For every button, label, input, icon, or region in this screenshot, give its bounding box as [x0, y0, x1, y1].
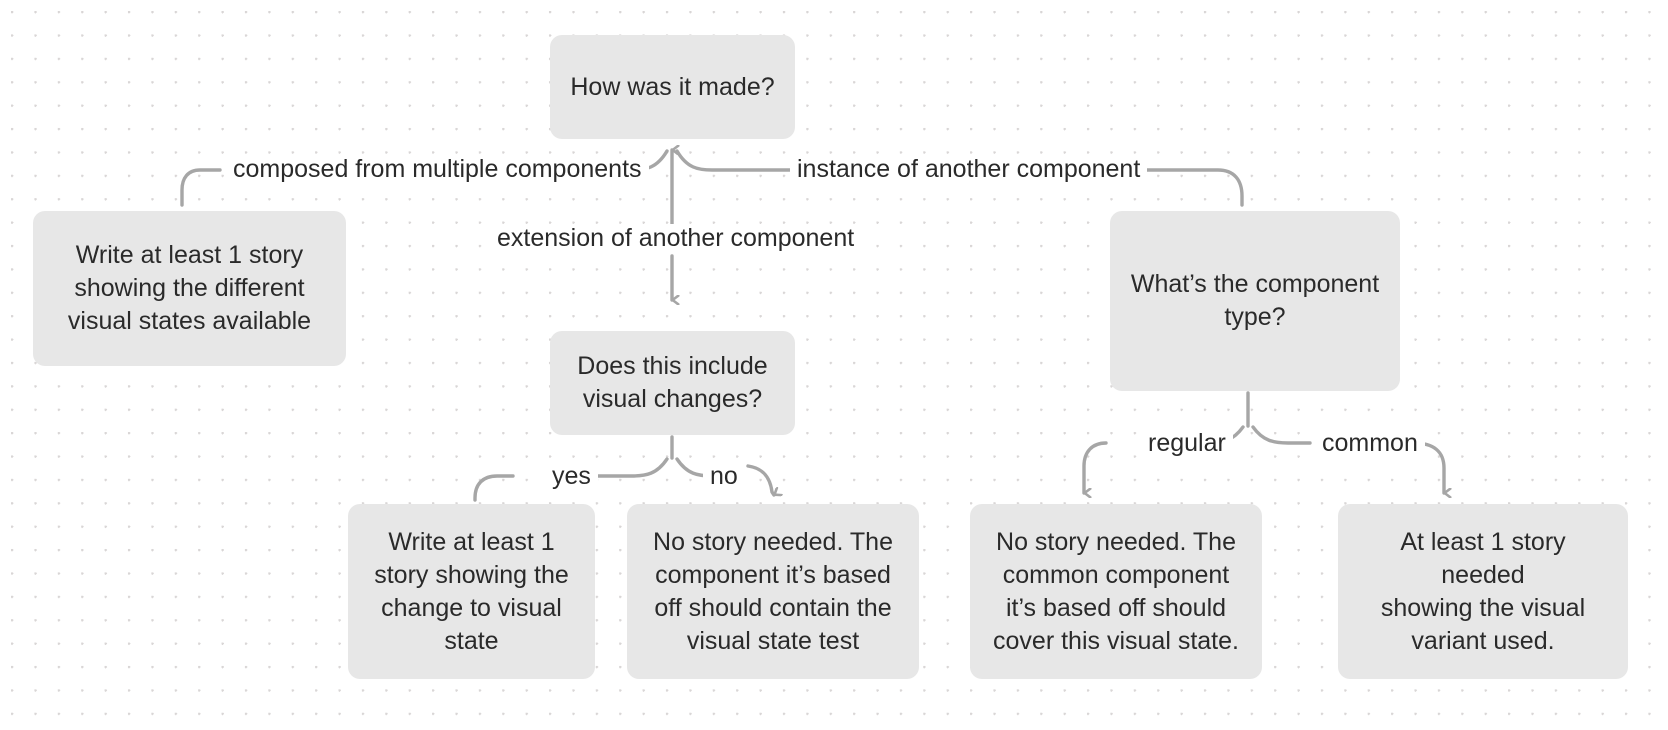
edge-composed-drop [180, 168, 222, 207]
node-component-type[interactable]: What’s the component type? [1110, 211, 1400, 391]
edge-common-branch [1251, 425, 1312, 445]
node-regular-outcome[interactable]: No story needed. The common component it… [970, 504, 1262, 679]
edge-yes-drop [473, 474, 515, 502]
edge-regular-drop [1082, 441, 1108, 493]
edge-no-drop [746, 464, 774, 497]
edge-root-to-instance-branch [675, 149, 792, 172]
edge-label-yes: yes [545, 462, 598, 491]
edge-label-extension: extension of another component [490, 224, 862, 253]
edge-label-common: common [1315, 429, 1425, 458]
node-common-outcome[interactable]: At least 1 story needed showing the visu… [1338, 504, 1628, 679]
edge-label-regular: regular [1141, 429, 1233, 458]
edge-label-no: no [703, 462, 745, 491]
node-no-outcome[interactable]: No story needed. The component it’s base… [627, 504, 919, 679]
node-root[interactable]: How was it made? [550, 35, 795, 139]
node-composed-outcome[interactable]: Write at least 1 story showing the diffe… [33, 211, 346, 366]
edge-label-instance: instance of another component [790, 155, 1148, 184]
node-visual-changes[interactable]: Does this include visual changes? [550, 331, 795, 435]
edge-label-composed: composed from multiple components [226, 155, 649, 184]
node-yes-outcome[interactable]: Write at least 1 story showing the chang… [348, 504, 595, 679]
edge-yes-branch [594, 457, 669, 478]
